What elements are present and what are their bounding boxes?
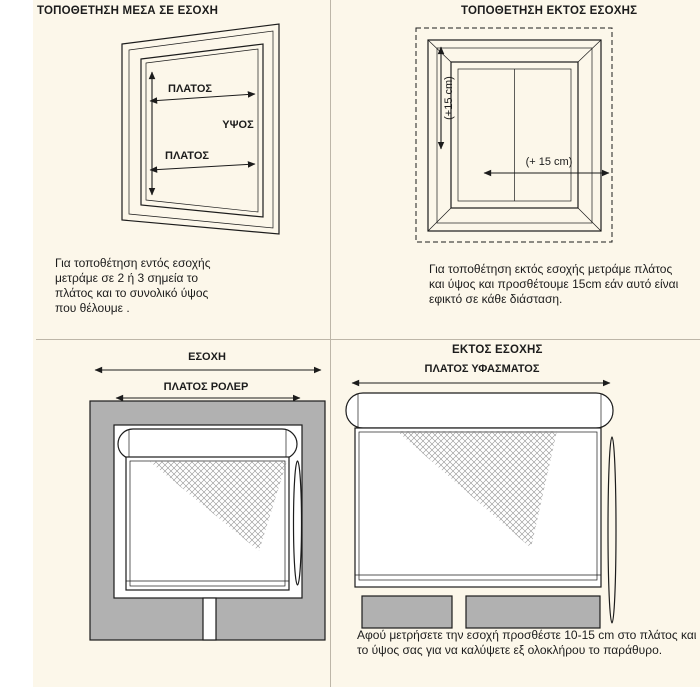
fabric-shading [149, 461, 287, 551]
height-label: ΥΨΟΣ [222, 119, 254, 131]
title-outside-recess: ΤΟΠΟΘΕΤΗΣΗ ΕΚΤΟΣ ΕΣΟΧΗΣ [461, 5, 638, 17]
corner-depth-line [427, 207, 452, 232]
caption-inside-recess: Για τοποθέτηση εντός εσοχής μετράμε σε 2… [55, 256, 211, 316]
window-frame-outline [427, 39, 602, 232]
caption-add-margin: Αφού μετρήσετε την εσοχή προσθέστε 10-15… [357, 628, 697, 658]
roller-width-label: ΠΛΑΤΟΣ ΡΟΛΕΡ [164, 381, 249, 393]
window-opening-outline [450, 61, 579, 209]
chain-pull [607, 436, 617, 624]
chain-pull [292, 460, 303, 586]
corner-depth-line [577, 39, 602, 63]
window-frame-band [128, 30, 274, 229]
title-outside-recess-bottom: ΕΚΤΟΣ ΕΣΟΧΗΣ [452, 344, 543, 356]
corner-depth-line [577, 207, 602, 232]
sill-gap [202, 597, 217, 641]
roller-tube [117, 428, 298, 460]
title-inside-recess: ΤΟΠΟΘΕΤΗΣΗ ΜΕΣΑ ΣΕ ΕΣΟΧΗ [37, 5, 219, 17]
caption-outside-recess: Για τοποθέτηση εκτός εσοχής μετράμε πλάτ… [429, 262, 679, 307]
recess-wall-left [361, 595, 453, 629]
window-outside-recess-diagram: (+15 cm) (+ 15 cm) [415, 27, 613, 243]
corner-depth-line [427, 39, 452, 63]
roller-tube [345, 392, 614, 429]
left-margin [0, 0, 33, 700]
recess-label: ΕΣΟΧΗ [188, 351, 226, 363]
plus15-horizontal-label: (+ 15 cm) [526, 156, 573, 168]
window-opening-band [145, 48, 259, 213]
width-label-bottom: ΠΛΑΤΟΣ [165, 150, 209, 162]
width-label-top: ΠΛΑΤΟΣ [168, 83, 212, 95]
width-measure-arrow-bottom [149, 161, 256, 173]
roller-outside-recess-diagram: ΠΛΑΤΟΣ ΥΦΑΣΜΑΤΟΣ [345, 363, 617, 629]
plus15-vertical-label: (+15 cm) [443, 76, 455, 120]
width-measure-arrow-top [149, 91, 256, 104]
roller-inside-recess-diagram: ΕΣΟΧΗ ΠΛΑΤΟΣ ΡΟΛΕΡ [89, 351, 326, 641]
recess-wall-right [465, 595, 601, 629]
bottom-margin [0, 687, 700, 700]
fabric-shading [397, 431, 557, 548]
window-opening-outline [140, 43, 264, 218]
window-frame-outline [121, 23, 280, 235]
window-inside-recess-diagram: ΠΛΑΤΟΣ ΠΛΑΤΟΣ ΥΨΟΣ [121, 23, 280, 235]
window-frame-band [436, 47, 593, 224]
fabric-width-label: ΠΛΑΤΟΣ ΥΦΑΣΜΑΤΟΣ [425, 363, 540, 375]
extension-dashed-outline [415, 27, 613, 243]
